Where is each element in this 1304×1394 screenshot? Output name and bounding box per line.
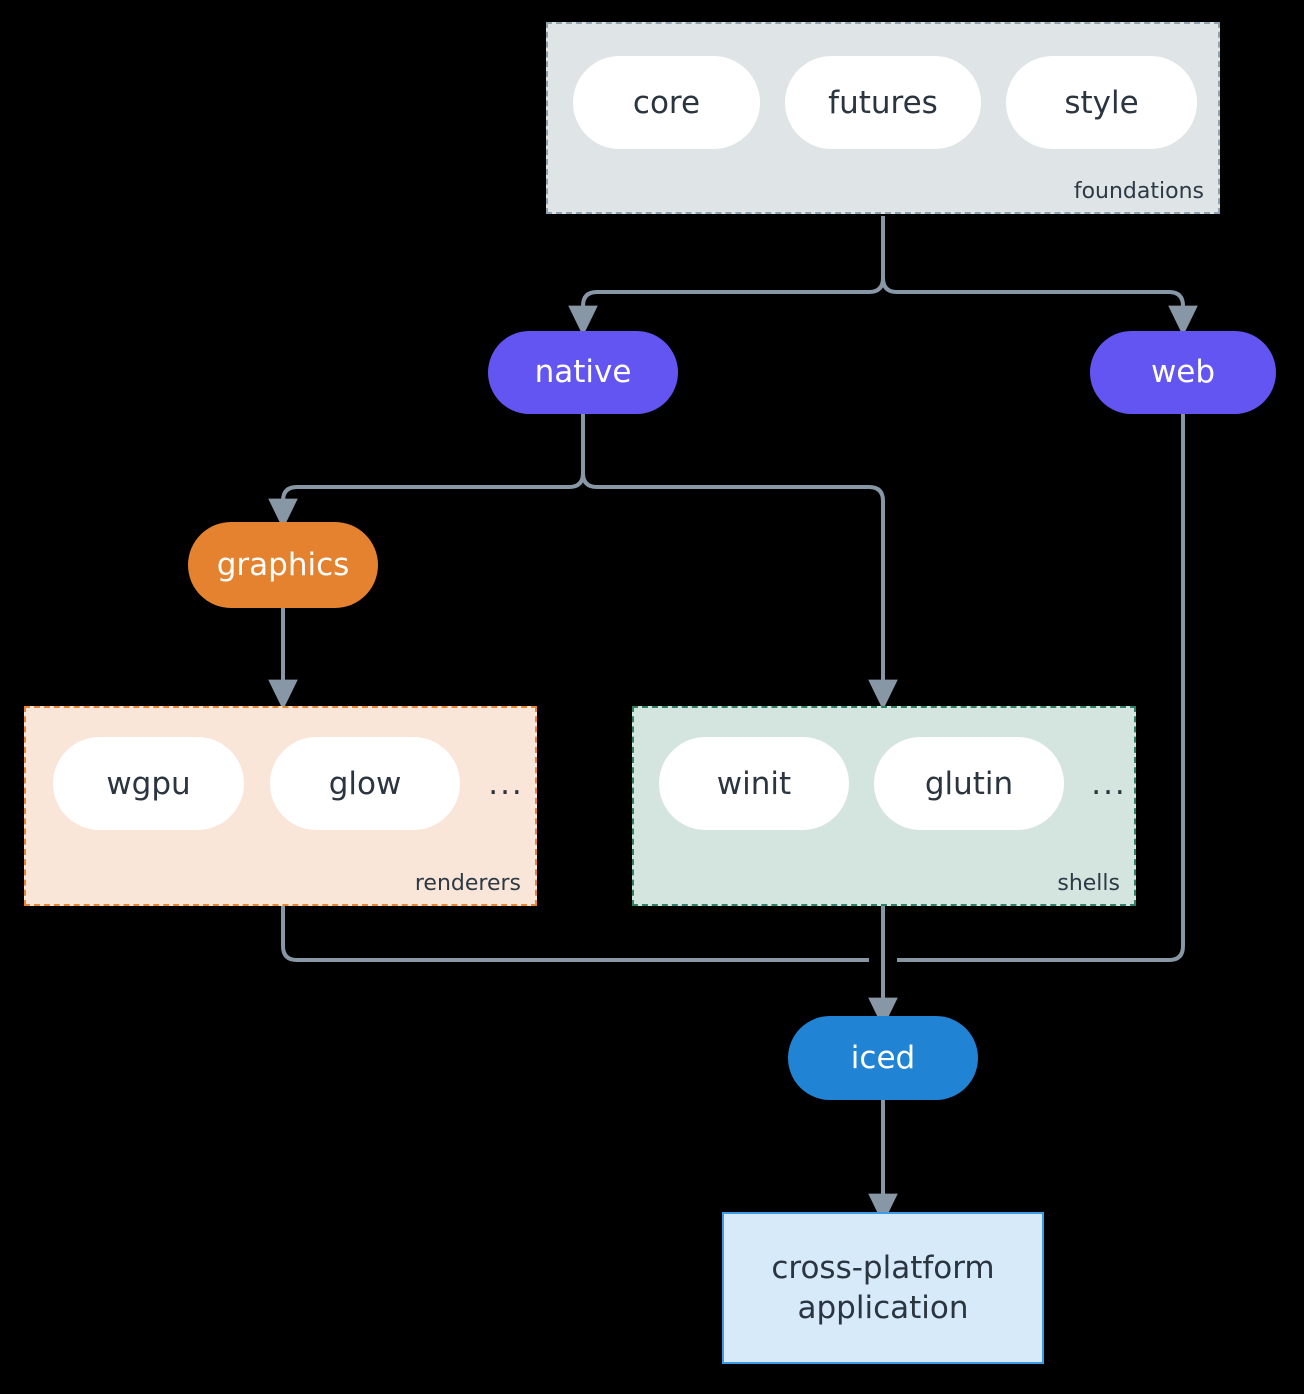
edge-foundations-to-web xyxy=(881,277,1198,337)
leaf-glutin[interactable]: glutin xyxy=(874,737,1064,830)
node-native[interactable]: native xyxy=(488,331,678,414)
group-label-foundations: foundations xyxy=(1073,179,1204,204)
edge-native-to-graphics xyxy=(268,472,585,530)
application-line-2: application xyxy=(797,1290,969,1326)
node-iced[interactable]: iced xyxy=(788,1016,978,1100)
node-web[interactable]: web xyxy=(1090,331,1276,414)
shells-overflow-ellipsis: ... xyxy=(1091,766,1127,802)
renderers-overflow-ellipsis: ... xyxy=(488,766,524,802)
edge-native-to-shells xyxy=(581,472,898,711)
group-foundations: core futures style foundations xyxy=(546,22,1220,214)
leaf-winit[interactable]: winit xyxy=(659,737,849,830)
edge-foundations-to-native xyxy=(568,277,885,337)
leaf-core[interactable]: core xyxy=(573,56,760,149)
leaf-futures[interactable]: futures xyxy=(785,56,981,149)
node-graphics[interactable]: graphics xyxy=(188,522,378,608)
group-label-shells: shells xyxy=(1057,871,1120,896)
group-label-renderers: renderers xyxy=(414,871,521,896)
application-line-1: cross-platform xyxy=(771,1249,995,1286)
node-application[interactable]: cross-platform application xyxy=(722,1212,1044,1364)
edge-renderers-to-iced xyxy=(281,906,869,962)
leaf-glow[interactable]: glow xyxy=(270,737,460,830)
leaf-wgpu[interactable]: wgpu xyxy=(53,737,244,830)
group-renderers: wgpu glow ... renderers xyxy=(24,706,537,906)
leaf-style[interactable]: style xyxy=(1006,56,1197,149)
group-shells: winit glutin ... shells xyxy=(632,706,1136,906)
